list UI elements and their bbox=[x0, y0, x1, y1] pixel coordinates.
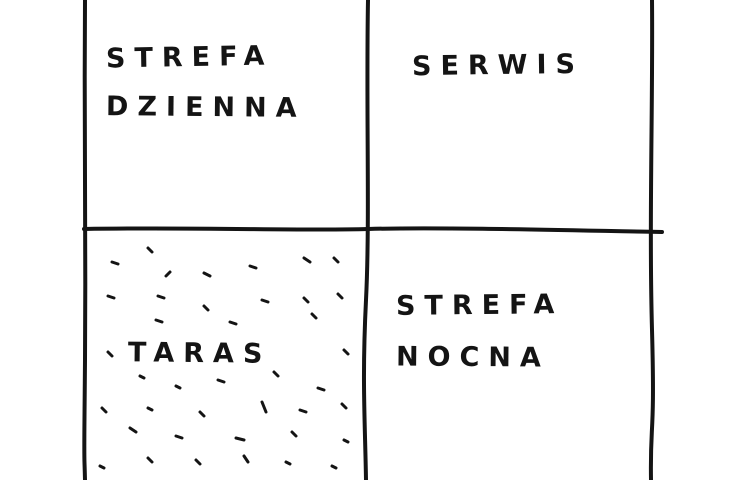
zone-label-service: SERWIS bbox=[411, 48, 585, 83]
terrace-dot bbox=[194, 458, 202, 466]
terrace-dot bbox=[106, 294, 116, 300]
terrace-dot bbox=[174, 384, 182, 390]
terrace-dot bbox=[336, 292, 344, 300]
terrace-dot bbox=[154, 318, 164, 324]
terrace-dot bbox=[330, 464, 338, 470]
terrace-dot bbox=[310, 312, 318, 320]
terrace-dot bbox=[98, 464, 106, 470]
terrace-dot bbox=[138, 374, 146, 380]
terrace-dot bbox=[302, 296, 310, 304]
left-wall-line bbox=[82, 0, 88, 480]
terrace-dot bbox=[146, 456, 154, 464]
terrace-dot bbox=[340, 402, 348, 410]
terrace-dot bbox=[110, 260, 120, 266]
terrace-dot bbox=[164, 270, 172, 278]
terrace-dot bbox=[106, 350, 114, 358]
terrace-dot bbox=[302, 256, 312, 264]
terrace-dot bbox=[284, 460, 292, 466]
terrace-dot bbox=[242, 454, 250, 464]
terrace-dot bbox=[128, 426, 138, 434]
terrace-dot bbox=[342, 348, 350, 356]
terrace-dot bbox=[228, 320, 238, 326]
terrace-dot bbox=[100, 406, 108, 414]
terrace-dot bbox=[198, 410, 206, 418]
terrace-dot bbox=[156, 294, 166, 300]
terrace-dot bbox=[272, 370, 280, 378]
terrace-hatching bbox=[98, 246, 350, 470]
terrace-dot bbox=[298, 408, 308, 414]
terrace-dot bbox=[290, 430, 298, 438]
terrace-dot bbox=[260, 298, 270, 304]
right-wall-line bbox=[648, 0, 655, 480]
zone-label-night-line2: NOCNA bbox=[395, 341, 550, 374]
terrace-dot bbox=[202, 271, 212, 278]
terrace-dot bbox=[146, 406, 154, 412]
horizontal-divider-line bbox=[82, 226, 664, 234]
terrace-dot bbox=[234, 436, 246, 442]
terrace-dot bbox=[342, 438, 350, 444]
terrace-dot bbox=[146, 246, 154, 254]
center-divider-line bbox=[361, 0, 370, 480]
zone-label-night-line1: STREFA bbox=[395, 289, 564, 322]
terrace-dot bbox=[316, 386, 326, 392]
terrace-dot bbox=[248, 264, 258, 270]
terrace-dot bbox=[260, 400, 268, 414]
zone-label-day-line1: STREFA bbox=[105, 40, 274, 75]
terrace-dot bbox=[216, 378, 226, 384]
terrace-dot bbox=[174, 434, 184, 440]
zone-label-terrace: TARAS bbox=[127, 337, 272, 370]
zone-label-day-line2: DZIENNA bbox=[105, 91, 306, 124]
terrace-dot bbox=[332, 256, 340, 264]
terrace-dot bbox=[202, 304, 210, 312]
